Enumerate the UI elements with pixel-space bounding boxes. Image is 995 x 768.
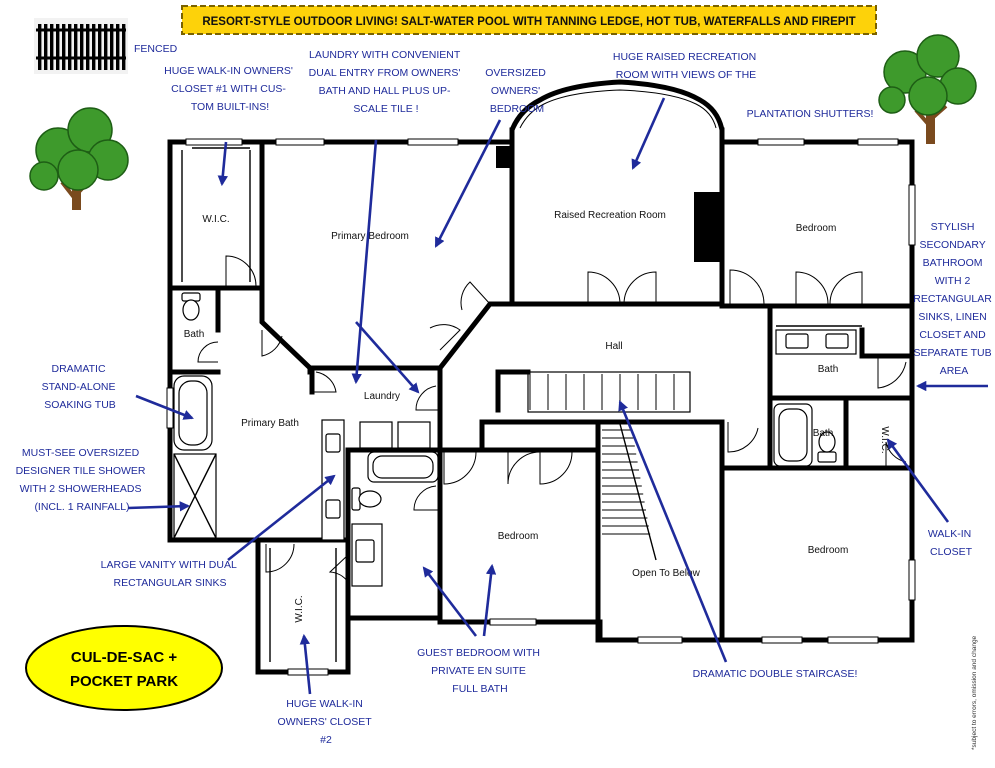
cul-de-sac-badge: CUL-DE-SAC + POCKET PARK xyxy=(25,625,223,711)
disclaimer: *subject to errors, omission and change xyxy=(971,635,978,750)
room-open-to-below: Open To Below xyxy=(632,568,700,579)
annotation-closet2: HUGE WALK-IN OWNERS' CLOSET #2 xyxy=(278,698,375,746)
exterior-walls xyxy=(167,79,915,675)
fixtures xyxy=(173,292,857,587)
room-bath-right-top: Bath xyxy=(818,364,839,375)
room-bedroom-se: Bedroom xyxy=(808,545,849,556)
cul-de-sac-line2: POCKET PARK xyxy=(70,673,178,690)
room-bath-right-bottom: Bath xyxy=(813,428,834,439)
room-primary-bedroom: Primary Bedroom xyxy=(331,231,409,242)
tree-icon-right xyxy=(878,34,977,144)
annotation-recreation: HUGE RAISED RECREATION ROOM WITH VIEWS O… xyxy=(613,51,759,81)
fireplace-block xyxy=(694,192,720,262)
fence-icon xyxy=(34,18,128,74)
arrow-owners-bedroom xyxy=(434,119,502,248)
fence-label: FENCED xyxy=(134,43,178,55)
room-bedroom-ne: Bedroom xyxy=(796,223,837,234)
arrow-closet2 xyxy=(299,633,312,695)
annotation-closet1: HUGE WALK-IN OWNERS' CLOSET #1 WITH CUS-… xyxy=(164,65,296,113)
annotation-owners-bedroom: OVERSIZED OWNERS' BEDROOM xyxy=(485,67,549,115)
column-block xyxy=(496,146,510,168)
annotation-guest-bedroom: GUEST BEDROOM WITH PRIVATE EN SUITE FULL… xyxy=(417,647,543,695)
annotation-soaking-tub: DRAMATIC STAND-ALONE SOAKING TUB xyxy=(42,363,119,411)
annotation-arrows xyxy=(127,97,988,695)
room-wic-bottom: W.I.C. xyxy=(294,595,305,622)
room-laundry: Laundry xyxy=(364,391,400,402)
banner-text: RESORT-STYLE OUTDOOR LIVING! SALT-WATER … xyxy=(202,16,855,28)
banner: RESORT-STYLE OUTDOOR LIVING! SALT-WATER … xyxy=(181,5,877,35)
interior-walls xyxy=(167,139,915,662)
annotations: HUGE WALK-IN OWNERS' CLOSET #1 WITH CUS-… xyxy=(16,49,995,746)
arrow-vanity xyxy=(227,474,336,562)
room-hall: Hall xyxy=(605,341,622,352)
room-primary-bath: Primary Bath xyxy=(241,418,299,429)
annotation-secondary-bath: STYLISH SECONDARY BATHROOM WITH 2 RECTAN… xyxy=(913,221,995,377)
arrow-laundry-a xyxy=(351,139,378,385)
arrow-guest-bath xyxy=(422,566,478,637)
annotation-walk-in-closet: WALK-IN CLOSET xyxy=(928,528,974,558)
arrow-laundry-b xyxy=(355,321,420,394)
annotation-laundry: LAUNDRY WITH CONVENIENT DUAL ENTRY FROM … xyxy=(309,49,464,115)
arrow-walk-in-closet xyxy=(886,438,950,523)
arrow-guest-bedroom xyxy=(482,563,497,637)
annotation-shutters: PLANTATION SHUTTERS! xyxy=(747,108,874,120)
arrow-tile-shower xyxy=(127,501,191,512)
room-wic-left: W.I.C. xyxy=(202,214,229,225)
arrow-soaking-tub xyxy=(135,394,194,420)
room-labels: W.I.C. Primary Bedroom Raised Recreation… xyxy=(184,210,890,623)
room-bedroom-center: Bedroom xyxy=(498,531,539,542)
room-raised-recreation: Raised Recreation Room xyxy=(554,210,666,221)
annotation-staircase: DRAMATIC DOUBLE STAIRCASE! xyxy=(693,668,858,680)
room-bath-left: Bath xyxy=(184,329,205,340)
arrow-closet1 xyxy=(217,141,228,187)
cul-de-sac-line1: CUL-DE-SAC + xyxy=(71,649,177,666)
room-wic-right: W.I.C. xyxy=(879,426,890,453)
doors xyxy=(197,255,907,583)
annotation-vanity: LARGE VANITY WITH DUAL RECTANGULAR SINKS xyxy=(101,559,240,589)
annotation-tile-shower: MUST-SEE OVERSIZED DESIGNER TILE SHOWER … xyxy=(16,447,149,513)
tree-icon-left xyxy=(29,107,129,210)
arrow-staircase xyxy=(618,400,728,663)
arrow-recreation xyxy=(631,97,666,170)
